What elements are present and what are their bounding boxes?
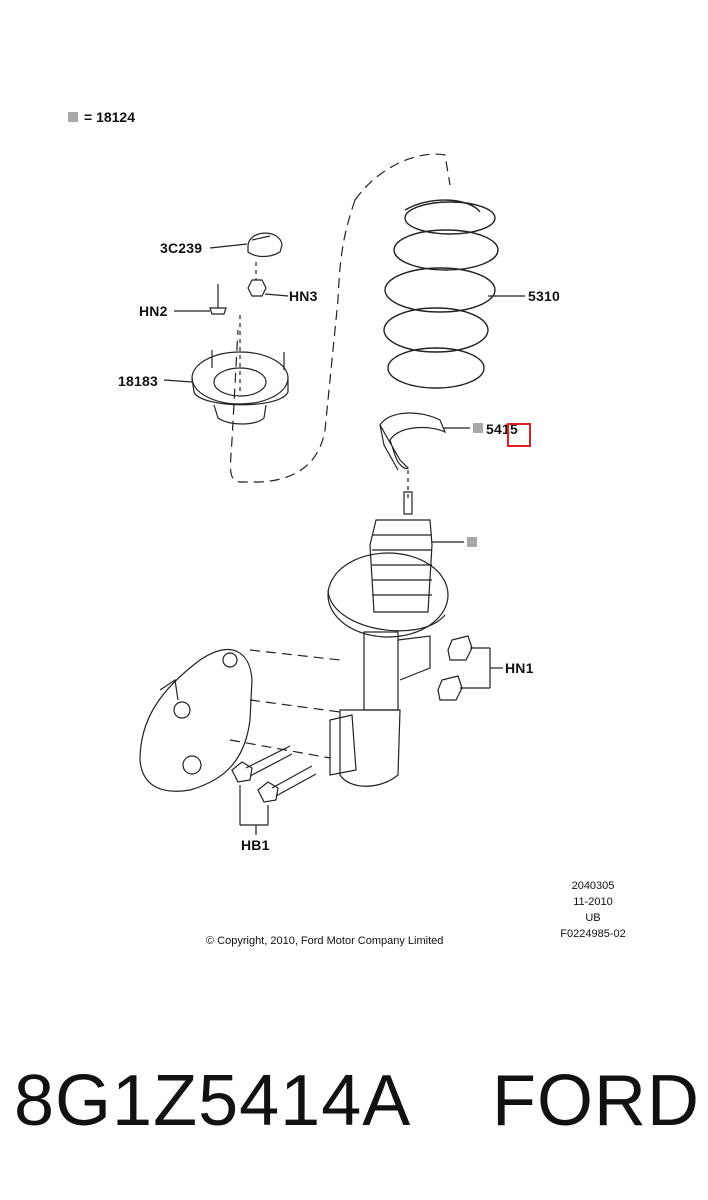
assembly-outline-dashed — [229, 199, 356, 483]
legend: = 18124 — [68, 109, 135, 125]
callout-hn2: HN2 — [139, 303, 168, 319]
highlight-box — [507, 423, 531, 447]
callout-5415: 5415 — [486, 421, 518, 437]
callout-hn1: HN1 — [505, 660, 534, 676]
meta-figure-id: F0224985-02 — [560, 928, 626, 940]
figure-meta: 2040305 11-2010 UB F0224985-02 — [553, 878, 633, 942]
callout-5310: 5310 — [528, 288, 560, 304]
brand-name: FORD — [492, 1061, 700, 1141]
part-number: 8G1Z5414A — [14, 1061, 412, 1141]
bolts-hb1 — [231, 745, 317, 835]
callout-3c239: 3C239 — [160, 240, 203, 256]
steering-knuckle — [139, 649, 341, 792]
legend-symbol — [68, 112, 78, 122]
shock-absorber — [327, 491, 449, 787]
callout-18183: 18183 — [118, 373, 158, 389]
top-mount — [191, 315, 289, 425]
callout-hb1: HB1 — [241, 837, 270, 853]
nut-hn3 — [247, 262, 267, 297]
legend-text: = 18124 — [84, 109, 135, 125]
top-cap — [247, 232, 283, 258]
meta-region: UB — [585, 912, 601, 924]
meta-code: 2040305 — [571, 880, 615, 892]
nuts-hn1 — [437, 635, 490, 701]
callout-hn3: HN3 — [289, 288, 318, 304]
meta-date: 11-2010 — [573, 896, 613, 908]
coil-spring — [383, 199, 499, 389]
copyright-text: © Copyright, 2010, Ford Motor Company Li… — [206, 935, 444, 947]
spring-isolator — [379, 412, 447, 471]
